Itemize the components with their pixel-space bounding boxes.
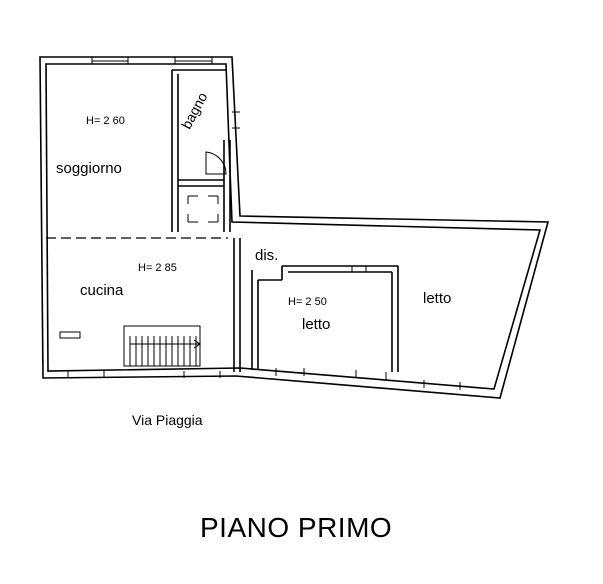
top-windows bbox=[91, 57, 240, 129]
room-label-letto-2: letto bbox=[423, 290, 452, 307]
room-label-dis: dis. bbox=[255, 247, 279, 264]
cucina-height: H= 2 85 bbox=[138, 262, 177, 274]
soggiorno-height: H= 2 60 bbox=[86, 115, 125, 127]
page-title: PIANO PRIMO bbox=[200, 512, 393, 543]
street-label: Via Piaggia bbox=[132, 412, 203, 428]
letto-walls bbox=[251, 265, 399, 372]
bottom-windows bbox=[59, 331, 461, 390]
letto-height: H= 2 50 bbox=[288, 296, 327, 308]
lift-marks bbox=[187, 195, 219, 223]
stairs bbox=[123, 325, 201, 367]
outer-walls bbox=[39, 56, 550, 399]
room-label-soggiorno: soggiorno bbox=[56, 160, 122, 177]
cucina-dis-wall bbox=[233, 238, 241, 372]
room-label-cucina: cucina bbox=[80, 282, 124, 299]
room-label-letto: letto bbox=[302, 316, 331, 333]
bagno-walls bbox=[171, 69, 231, 232]
